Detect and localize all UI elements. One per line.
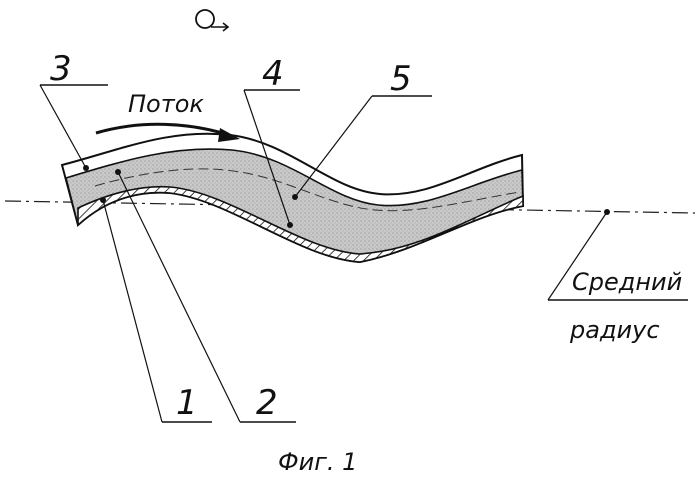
callout-2: 2 (256, 383, 278, 423)
callout-4: 4 (262, 54, 284, 94)
rotation-arrow-icon (196, 10, 228, 31)
flow-label: Поток (128, 90, 204, 118)
mean-radius-label-line2: радиус (569, 316, 660, 344)
figure-caption: Фиг. 1 (278, 448, 357, 476)
callout-3: 3 (50, 49, 72, 89)
mean-radius-label-line1: Средний (572, 268, 682, 296)
callout-1: 1 (176, 383, 198, 423)
callout-5: 5 (390, 59, 412, 99)
